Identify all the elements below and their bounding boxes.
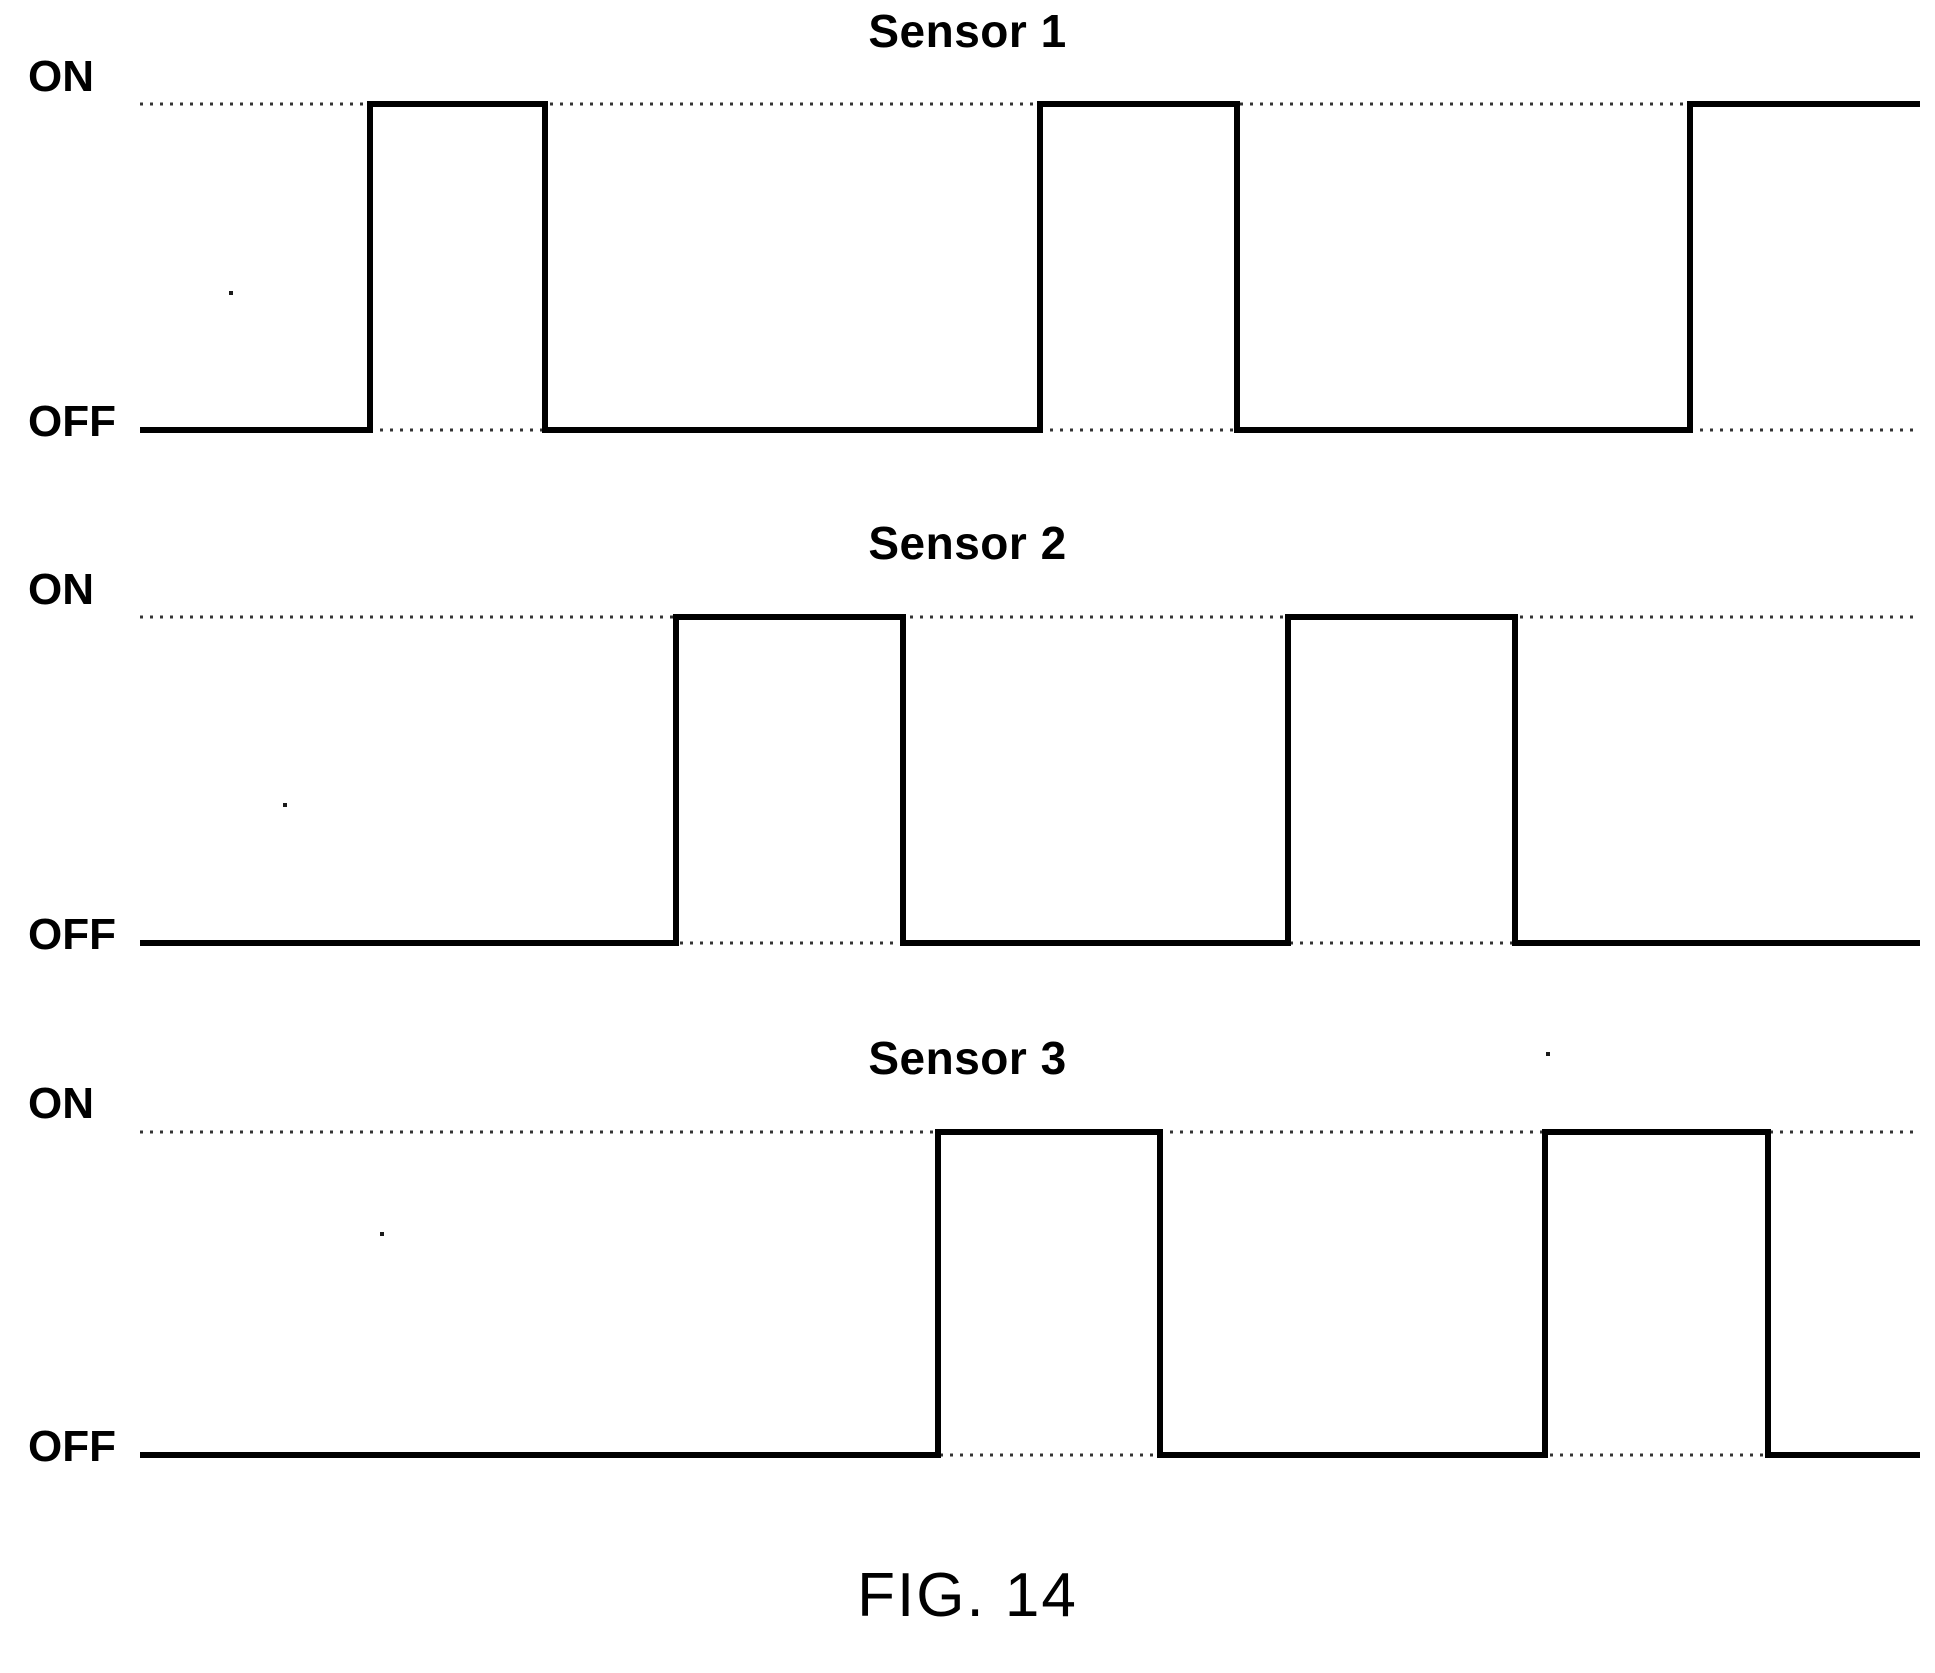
sensor-2-off-label: OFF xyxy=(28,910,116,959)
sensor-2-on-label: ON xyxy=(28,565,94,614)
scan-speck xyxy=(380,1232,384,1236)
waveform-trace xyxy=(140,614,1920,946)
sensor-3-on-label: ON xyxy=(28,1079,94,1128)
waveform-trace xyxy=(140,101,1920,433)
scan-speck xyxy=(229,291,233,295)
scan-speck xyxy=(1546,1052,1550,1056)
waveform-trace xyxy=(140,1129,1920,1458)
sensor-2-title: Sensor 2 xyxy=(868,517,1067,569)
figure-caption: FIG. 14 xyxy=(857,1561,1078,1630)
scan-speck xyxy=(283,803,287,807)
sensor-3-title: Sensor 3 xyxy=(868,1032,1067,1084)
sensor-1-title: Sensor 1 xyxy=(868,5,1067,57)
sensor-1-on-label: ON xyxy=(28,52,94,101)
sensor-3-off-label: OFF xyxy=(28,1422,116,1471)
sensor-1-off-label: OFF xyxy=(28,397,116,446)
